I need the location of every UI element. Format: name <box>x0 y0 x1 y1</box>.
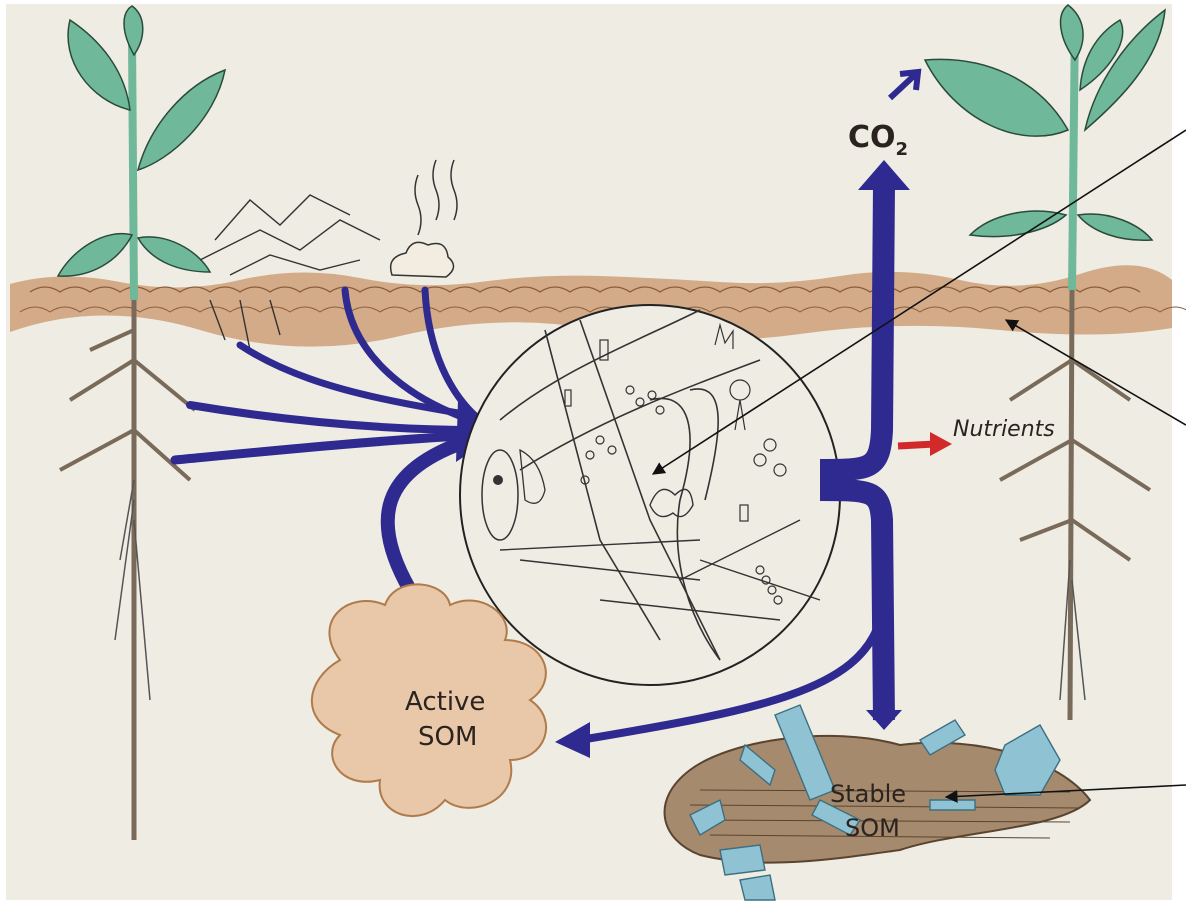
stable-som-label-line2: SOM <box>845 814 900 842</box>
stable-som-label-line1: Stable <box>830 780 906 808</box>
active-som-label-line2: SOM <box>418 722 477 752</box>
co2-subscript: 2 <box>896 139 909 160</box>
active-som-label-line1: Active <box>405 687 485 717</box>
co2-text: CO <box>848 120 896 155</box>
microbial-community-circle <box>460 305 840 685</box>
nutrients-label: Nutrients <box>953 417 1055 442</box>
